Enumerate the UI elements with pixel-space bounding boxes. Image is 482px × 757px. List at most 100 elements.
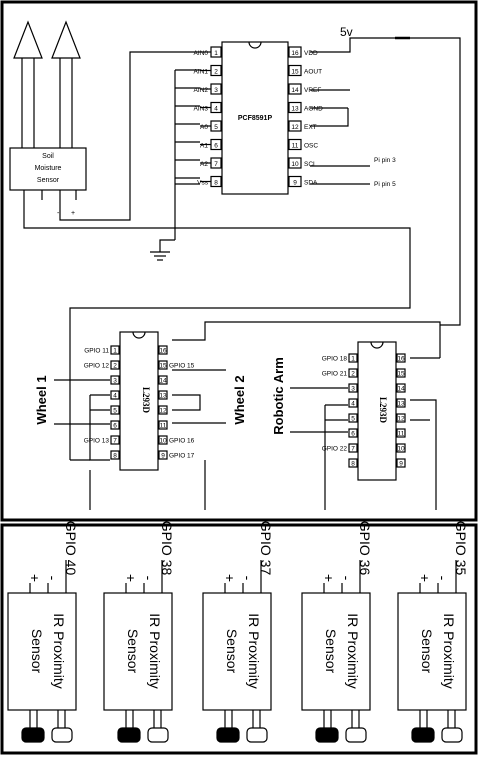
pcf-pin-label: AIN2 bbox=[194, 87, 209, 94]
l293-pin-number: 10 bbox=[159, 438, 167, 445]
ir-receiver-pad bbox=[345, 727, 367, 743]
ir-minus-label: - bbox=[141, 576, 157, 581]
l293-pin-number: 10 bbox=[397, 446, 405, 453]
ir-emitter-pad bbox=[411, 727, 435, 743]
ir-sensor-body bbox=[103, 592, 173, 711]
l293-pin-number: 2 bbox=[351, 371, 355, 378]
l293-pin-box bbox=[396, 458, 406, 468]
l293-pin-box bbox=[158, 420, 168, 430]
l293-pin-number: 6 bbox=[351, 431, 355, 438]
wheel1-label: Wheel 1 bbox=[34, 375, 49, 424]
ir-sensor-title: IR Proximity bbox=[147, 613, 163, 688]
bottom-panel-frame bbox=[0, 523, 478, 755]
l293-pin-number: 9 bbox=[399, 461, 403, 468]
ir-sensor-title: IR Proximity bbox=[51, 613, 67, 688]
ir-sensor-subtitle: Sensor bbox=[29, 629, 45, 674]
ir-minus-label: - bbox=[339, 576, 355, 581]
ir-gpio-label: GPIO 40 bbox=[63, 521, 79, 576]
l293-pin-box bbox=[158, 360, 168, 370]
l293-pin-box bbox=[158, 405, 168, 415]
top-panel-frame bbox=[0, 0, 478, 522]
l293-pin-label: GPIO 17 bbox=[169, 453, 195, 460]
pcf-pin-label: AIN3 bbox=[194, 106, 209, 113]
pcf-pin-box bbox=[288, 120, 302, 132]
ir-emitter-pad bbox=[315, 727, 339, 743]
l293-pin-number: 15 bbox=[159, 363, 167, 370]
l293-pin-box bbox=[110, 420, 120, 430]
l293-pin-box bbox=[110, 360, 120, 370]
pcf-pin-label: AIN0 bbox=[194, 50, 209, 57]
l293d-right-chip bbox=[357, 341, 397, 481]
pcf-pin-label: Vss bbox=[197, 180, 209, 187]
l293-pin-box bbox=[396, 398, 406, 408]
pcf-pin-box bbox=[288, 46, 302, 58]
l293-pin-label: GPIO 22 bbox=[322, 446, 348, 453]
pcf-pin-number: 3 bbox=[214, 87, 218, 94]
pcf-pin-label: SDA bbox=[304, 180, 318, 187]
pcf-pin-label: VDD bbox=[304, 50, 318, 57]
l293-pin-box bbox=[158, 390, 168, 400]
pcf-pin-box bbox=[288, 101, 302, 114]
ir-plus-label: + bbox=[222, 574, 238, 582]
ir-sensor-body bbox=[202, 592, 272, 711]
l293-pin-box bbox=[110, 435, 120, 445]
ir-minus-label: - bbox=[240, 576, 256, 581]
l293-pin-number: 5 bbox=[351, 416, 355, 423]
l293-pin-box bbox=[158, 375, 168, 385]
l293-pin-number: 4 bbox=[113, 393, 117, 400]
pcf-pin-number: 10 bbox=[291, 161, 299, 168]
ir-receiver-pad bbox=[441, 727, 463, 743]
ir-sensor-title: IR Proximity bbox=[441, 613, 457, 688]
l293-pin-number: 1 bbox=[351, 356, 355, 363]
l293-pin-box bbox=[396, 368, 406, 378]
pi-pin5-label: Pi pin 5 bbox=[374, 181, 396, 188]
l293-pin-box bbox=[158, 345, 168, 355]
robotic-arm-label: Robotic Arm bbox=[271, 357, 286, 435]
l293-pin-box bbox=[396, 383, 406, 393]
l293-pin-box bbox=[396, 413, 406, 423]
ir-emitter-pad bbox=[21, 727, 45, 743]
ir-gpio-label: GPIO 35 bbox=[453, 521, 469, 576]
ir-plus-label: + bbox=[321, 574, 337, 582]
sensor-minus-label: - bbox=[57, 210, 60, 217]
pcf-pin-number: 13 bbox=[291, 106, 299, 113]
l293-pin-box bbox=[348, 428, 358, 438]
l293-pin-label: GPIO 13 bbox=[84, 438, 110, 445]
l293-pin-box bbox=[396, 353, 406, 363]
pcf-pin-label: A1 bbox=[200, 143, 208, 150]
wheel2-label: Wheel 2 bbox=[232, 375, 247, 424]
l293-pin-box bbox=[348, 458, 358, 468]
pcf-pin-number: 16 bbox=[291, 50, 299, 57]
l293-pin-label: GPIO 21 bbox=[322, 371, 348, 378]
pcf-pin-number: 7 bbox=[214, 161, 218, 168]
ir-gpio-label: GPIO 38 bbox=[159, 521, 175, 576]
pcf-pin-box bbox=[288, 157, 302, 169]
ir-sensor-body bbox=[301, 592, 371, 711]
l293-pin-number: 13 bbox=[397, 401, 405, 408]
l293-pin-box bbox=[348, 368, 358, 378]
pcf-pin-label: AIN1 bbox=[194, 69, 209, 76]
l293-pin-number: 16 bbox=[397, 356, 405, 363]
l293-pin-box bbox=[110, 450, 120, 460]
l293-pin-number: 8 bbox=[113, 453, 117, 460]
pcf-pin-number: 12 bbox=[291, 124, 299, 131]
pcf-pin-number: 5 bbox=[214, 124, 218, 131]
l293-pin-number: 2 bbox=[113, 363, 117, 370]
l293-pin-box bbox=[348, 383, 358, 393]
l293-pin-box bbox=[348, 353, 358, 363]
pcf-pin-number: 11 bbox=[292, 143, 299, 150]
ir-minus-label: - bbox=[45, 576, 61, 581]
ir-sensor-subtitle: Sensor bbox=[224, 629, 240, 674]
l293-pin-box bbox=[110, 390, 120, 400]
pcf-pin-number: 2 bbox=[214, 69, 218, 76]
ir-gpio-label: GPIO 36 bbox=[357, 521, 373, 576]
l293-pin-label: GPIO 15 bbox=[169, 363, 195, 370]
l293-pin-number: 8 bbox=[351, 461, 355, 468]
pcf8591-chip bbox=[221, 41, 289, 195]
l293-pin-number: 4 bbox=[351, 401, 355, 408]
ir-sensor-subtitle: Sensor bbox=[323, 629, 339, 674]
